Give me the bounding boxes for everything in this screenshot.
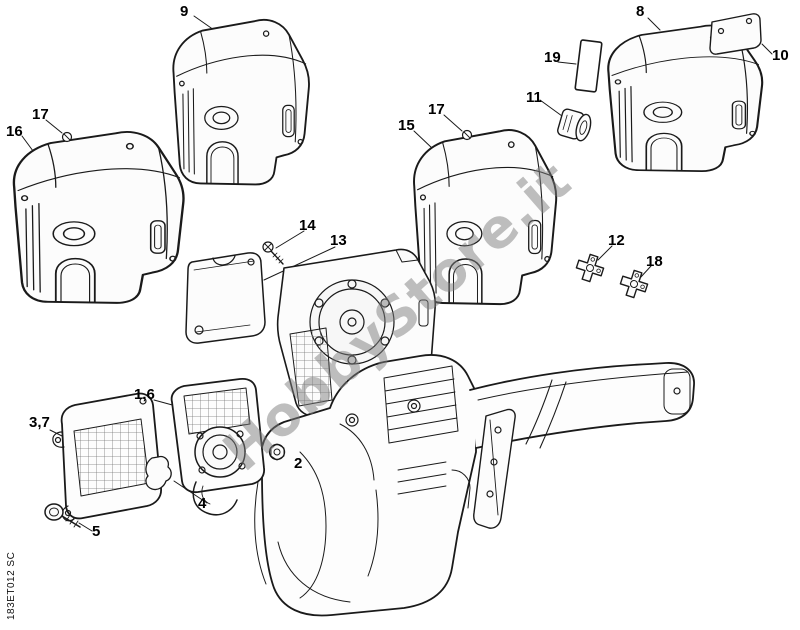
part-label-19: 19 bbox=[544, 49, 561, 66]
screw-17-right bbox=[461, 129, 473, 141]
part-label-3-7: 3,7 bbox=[29, 414, 50, 431]
part-label-8: 8 bbox=[636, 3, 645, 20]
engine-housing bbox=[254, 354, 695, 617]
part-label-12: 12 bbox=[608, 232, 625, 249]
part-label-4: 4 bbox=[198, 495, 207, 512]
screw-17-left bbox=[61, 131, 73, 143]
part-label-9: 9 bbox=[180, 3, 189, 20]
part-label-10: 10 bbox=[772, 47, 789, 64]
cover-plate-10 bbox=[709, 13, 762, 55]
part-label-5: 5 bbox=[92, 523, 101, 540]
screw-5 bbox=[44, 503, 81, 528]
part-label-1-6: 1,6 bbox=[134, 386, 155, 403]
gasket-4 bbox=[145, 455, 172, 491]
part-label-13: 13 bbox=[330, 232, 347, 249]
plug-11 bbox=[557, 108, 592, 142]
part-label-17-right: 17 bbox=[428, 101, 445, 118]
part-label-17-left: 17 bbox=[32, 106, 49, 123]
part-label-2: 2 bbox=[294, 455, 303, 472]
shroud-cover-9 bbox=[172, 18, 310, 186]
filter-base-1-6 bbox=[170, 377, 265, 516]
air-filter-3-7 bbox=[52, 392, 162, 522]
screw-14 bbox=[262, 241, 284, 265]
nut-2 bbox=[268, 443, 286, 461]
part-label-18: 18 bbox=[646, 253, 663, 270]
part-label-11: 11 bbox=[526, 89, 542, 106]
part-label-15: 15 bbox=[398, 117, 415, 134]
sticker-19 bbox=[574, 39, 603, 93]
shroud-cover-16 bbox=[12, 130, 185, 305]
part-label-14: 14 bbox=[299, 217, 316, 234]
baffle-plate-13 bbox=[185, 252, 266, 344]
shroud-cover-15 bbox=[413, 129, 558, 306]
part-label-16: 16 bbox=[6, 123, 23, 140]
document-code: 183ET012 SC bbox=[6, 551, 17, 620]
